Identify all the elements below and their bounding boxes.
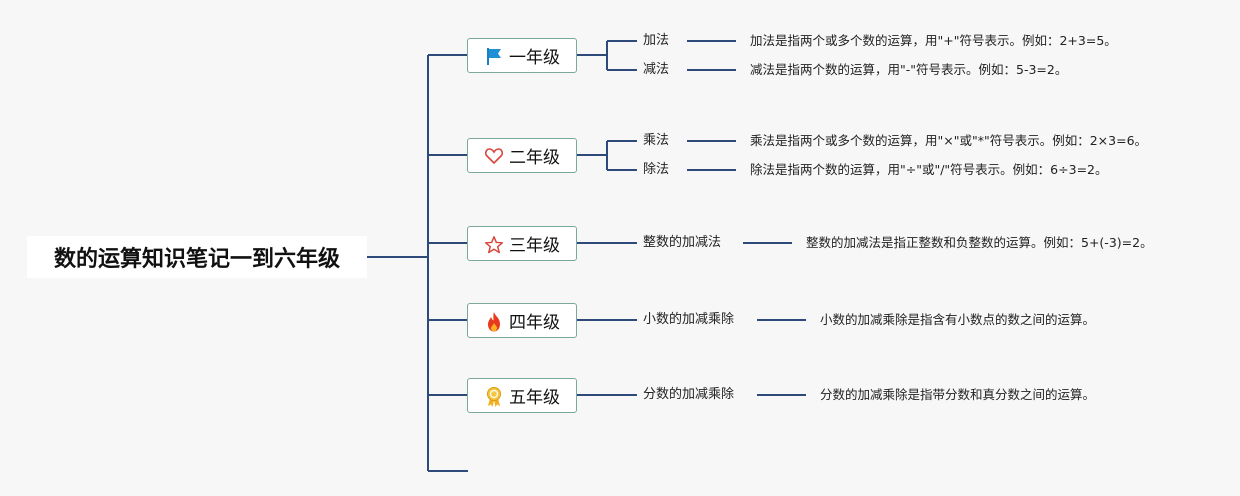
topic-multiplication[interactable]: 乘法	[643, 133, 670, 148]
grade-node-4[interactable]: 四年级	[467, 303, 577, 338]
topic-fraction-ops[interactable]: 分数的加减乘除	[643, 387, 735, 402]
topic-integer-add-sub[interactable]: 整数的加减法	[643, 235, 722, 250]
desc-multiplication[interactable]: 乘法是指两个或多个数的运算，用"×"或"*"符号表示。例如：2×3=6。	[750, 133, 1148, 148]
topic-decimal-ops[interactable]: 小数的加减乘除	[643, 312, 735, 327]
medal-icon	[484, 386, 504, 407]
grade-label: 一年级	[509, 48, 560, 68]
grade-node-1[interactable]: 一年级	[467, 38, 577, 73]
grade-node-2[interactable]: 二年级	[467, 138, 577, 173]
heart-icon	[484, 146, 504, 166]
grade-label: 二年级	[509, 148, 560, 168]
grade-node-5[interactable]: 五年级	[467, 378, 577, 413]
star-icon	[484, 234, 504, 254]
desc-subtraction[interactable]: 减法是指两个数的运算，用"-"符号表示。例如：5-3=2。	[750, 62, 1068, 77]
desc-fraction-ops[interactable]: 分数的加减乘除是指带分数和真分数之间的运算。	[820, 387, 1096, 402]
root-topic[interactable]: 数的运算知识笔记一到六年级	[27, 236, 367, 278]
topic-division[interactable]: 除法	[643, 162, 670, 177]
flag-icon	[484, 46, 504, 66]
grade-label: 三年级	[509, 236, 560, 256]
desc-integer-add-sub[interactable]: 整数的加减法是指正整数和负整数的运算。例如：5+(-3)=2。	[806, 235, 1153, 250]
topic-addition[interactable]: 加法	[643, 33, 670, 48]
desc-division[interactable]: 除法是指两个数的运算，用"÷"或"/"符号表示。例如：6÷3=2。	[750, 162, 1108, 177]
grade-label: 四年级	[509, 313, 560, 333]
topic-subtraction[interactable]: 减法	[643, 62, 670, 77]
fire-icon	[484, 311, 504, 331]
desc-addition[interactable]: 加法是指两个或多个数的运算，用"+"符号表示。例如：2+3=5。	[750, 33, 1117, 48]
root-title: 数的运算知识笔记一到六年级	[53, 247, 340, 272]
grade-node-3[interactable]: 三年级	[467, 226, 577, 261]
desc-decimal-ops[interactable]: 小数的加减乘除是指含有小数点的数之间的运算。	[820, 312, 1096, 327]
grade-label: 五年级	[509, 388, 560, 408]
